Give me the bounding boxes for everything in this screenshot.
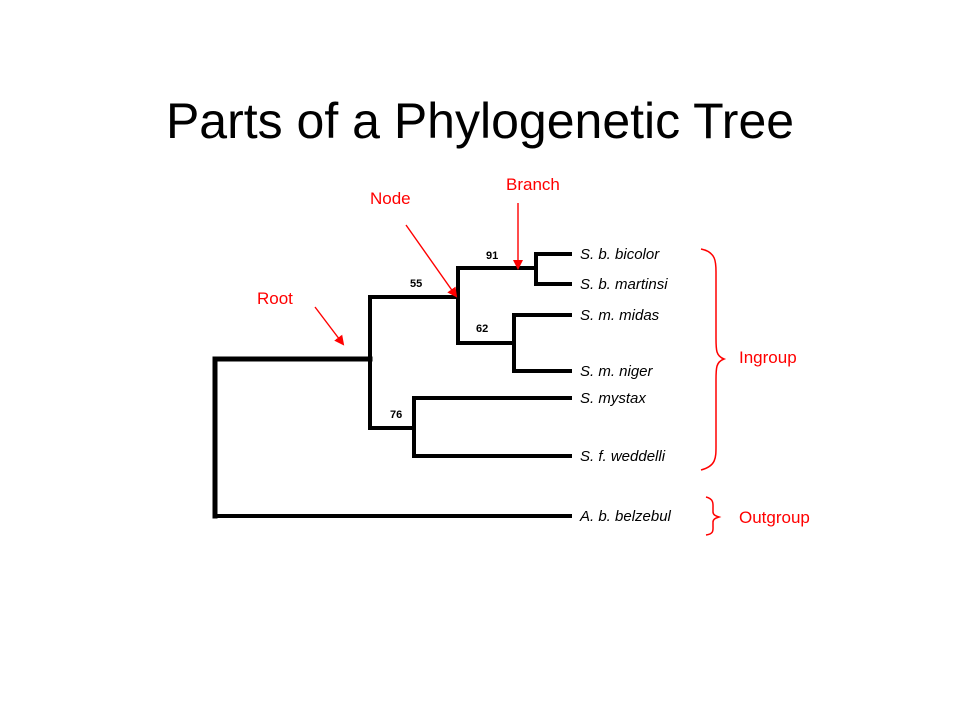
node-callout-label: Node — [370, 189, 411, 208]
page-title: Parts of a Phylogenetic Tree — [165, 93, 795, 149]
root-callout-label: Root — [257, 289, 293, 308]
taxon-label: S. m. midas — [580, 307, 660, 324]
support-value-91: 91 — [486, 250, 498, 262]
ingroup-brace — [700, 248, 727, 471]
taxon-label: S. b. bicolor — [580, 246, 660, 263]
ingroup-callout-label: Ingroup — [739, 348, 797, 367]
support-value-62: 62 — [476, 323, 488, 335]
taxon-label: S. m. niger — [580, 363, 654, 380]
taxon-label: A. b. belzebul — [579, 508, 672, 525]
node-arrow — [405, 224, 458, 298]
taxon-labels: S. b. bicolor S. b. martinsi S. m. midas… — [579, 246, 672, 525]
support-value-76: 76 — [390, 409, 402, 421]
root-arrow — [314, 306, 345, 346]
taxon-label: S. f. weddelli — [580, 448, 666, 465]
taxon-label: S. mystax — [580, 390, 646, 407]
support-values: 91 55 62 76 — [390, 250, 498, 421]
outgroup-callout-label: Outgroup — [739, 508, 810, 527]
annotations: Node Branch Root Ingroup Outgroup — [257, 175, 810, 536]
outgroup-brace — [705, 496, 722, 536]
taxon-label: S. b. martinsi — [580, 276, 668, 293]
branch-callout-label: Branch — [506, 175, 560, 194]
tree-branches — [212, 252, 572, 519]
support-value-55: 55 — [410, 278, 422, 290]
